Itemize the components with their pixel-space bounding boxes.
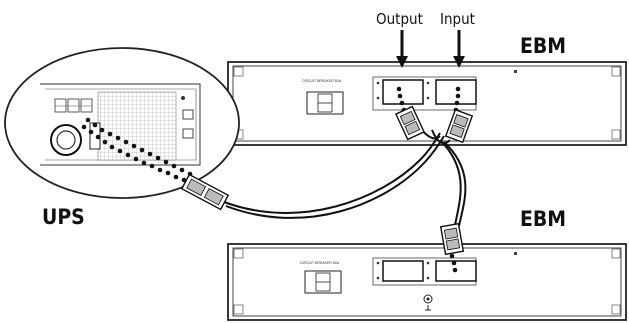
ebm-top-unit: CIRCUIT BREAKER 80A bbox=[227, 61, 627, 146]
input-arrow-icon bbox=[453, 30, 465, 68]
connector-ebm-bottom bbox=[439, 222, 465, 256]
ebm-bottom-unit: CIRCUIT BREAKER 80A bbox=[227, 243, 627, 321]
ebm-bottom-label: EBM bbox=[520, 207, 566, 231]
ups-label: UPS bbox=[42, 205, 85, 229]
connector-ebm-input bbox=[444, 108, 474, 144]
output-arrow-icon bbox=[396, 30, 408, 68]
cable-ups-to-ebm bbox=[223, 132, 441, 214]
output-port bbox=[382, 79, 424, 105]
network-port-icon bbox=[182, 128, 194, 139]
ebm-top-label: EBM bbox=[520, 34, 566, 58]
ups-rear-panel-callout bbox=[4, 47, 240, 199]
breaker-label-top: CIRCUIT BREAKER 80A bbox=[302, 79, 342, 83]
connector-ebm-output bbox=[394, 105, 426, 141]
input-port bbox=[435, 79, 477, 105]
input-label: Input bbox=[440, 10, 475, 28]
network-port-icon bbox=[182, 109, 194, 120]
vent-grille bbox=[97, 91, 177, 161]
dotted-leads bbox=[81, 86, 461, 273]
battery-cables bbox=[223, 127, 467, 227]
cable-ebm-to-ebm bbox=[439, 139, 462, 226]
connector-ups bbox=[180, 173, 230, 211]
output-label: Output bbox=[376, 10, 423, 28]
breaker-label-bottom: CIRCUIT BREAKER 80A bbox=[300, 261, 340, 265]
